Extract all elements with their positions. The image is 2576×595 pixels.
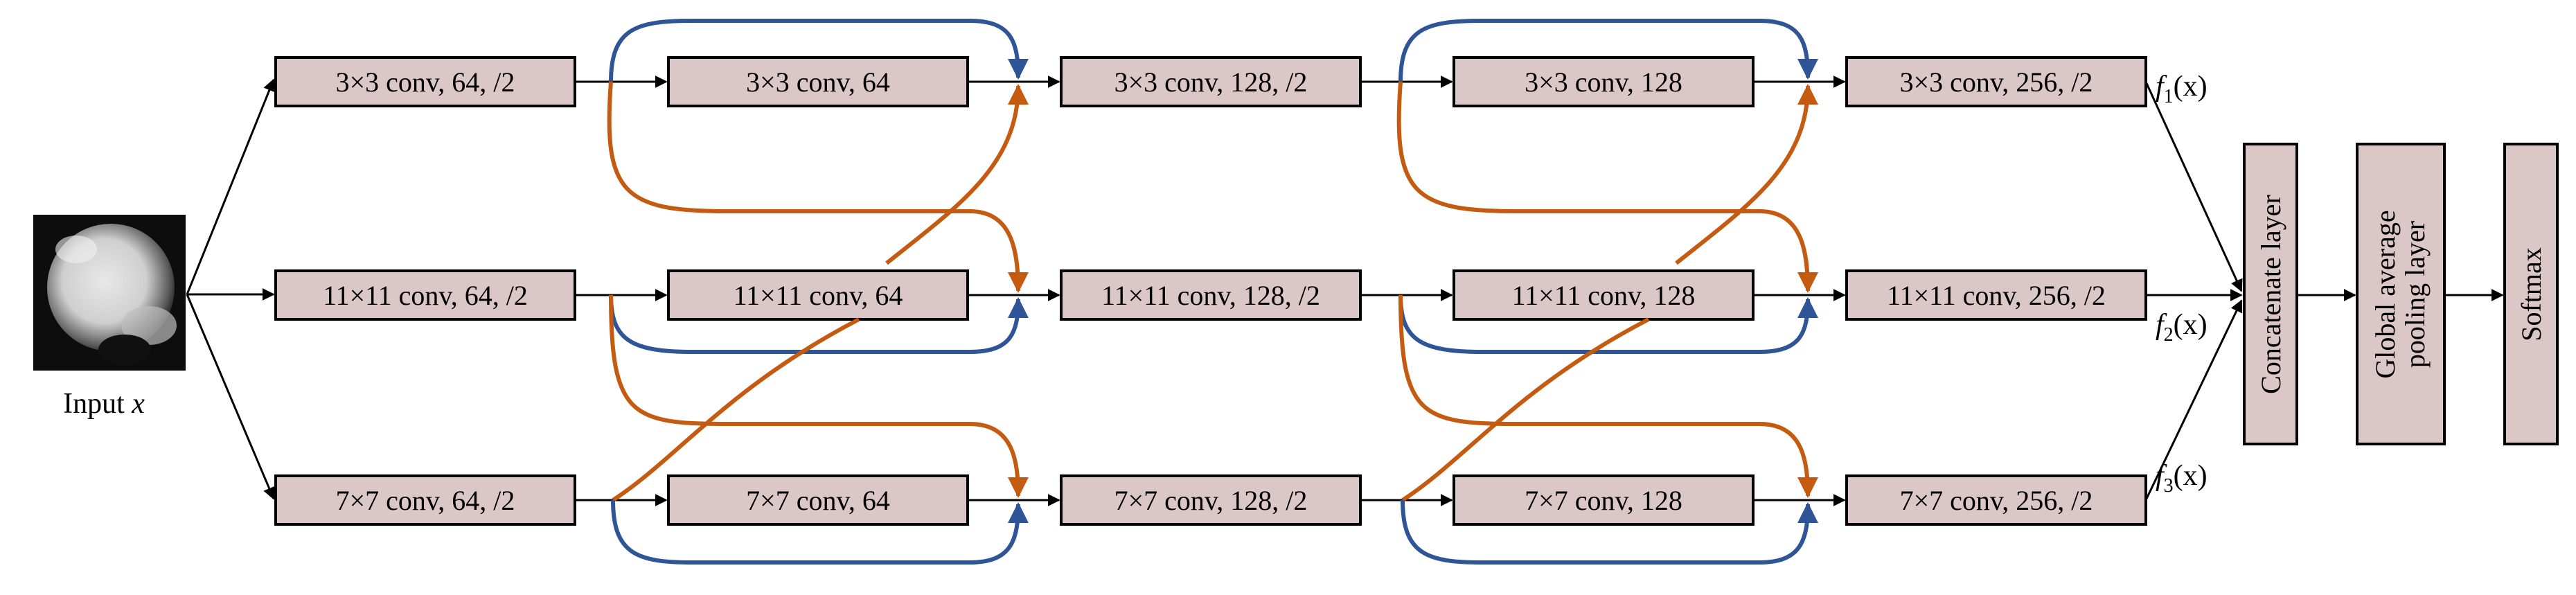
svg-text:Concatenate layer: Concatenate layer: [2255, 195, 2286, 394]
svg-text:3×3 conv, 128: 3×3 conv, 128: [1525, 66, 1682, 98]
svg-text:3×3 conv, 64, /2: 3×3 conv, 64, /2: [336, 66, 515, 98]
concatenate-layer: Concatenate layer: [2243, 143, 2298, 445]
conv-box: 7×7 conv, 128: [1453, 474, 1755, 526]
conv-box: 3×3 conv, 64, /2: [274, 56, 576, 107]
input-image: [33, 215, 186, 371]
svg-text:11×11 conv, 256, /2: 11×11 conv, 256, /2: [1887, 280, 2106, 311]
svg-text:3×3 conv, 64: 3×3 conv, 64: [746, 66, 890, 98]
input-to-top-arrow: [186, 78, 276, 295]
svg-text:7×7 conv, 128, /2: 7×7 conv, 128, /2: [1114, 485, 1308, 516]
softmax-layer: Softmax: [2503, 143, 2559, 445]
svg-text:11×11 conv, 128: 11×11 conv, 128: [1512, 280, 1696, 311]
input-to-bottom-arrow: [186, 294, 275, 500]
skip-connections-block1: [607, 19, 1029, 565]
conv-box: 11×11 conv, 64: [667, 269, 969, 321]
conv-box: 3×3 conv, 256, /2: [1845, 56, 2147, 107]
svg-text:7×7 conv, 64: 7×7 conv, 64: [746, 485, 890, 516]
conv-box: 3×3 conv, 64: [667, 56, 969, 107]
conv-box: 11×11 conv, 128: [1453, 269, 1755, 321]
skip-connections-block2: [1396, 19, 1818, 565]
svg-text:Global average: Global average: [2370, 210, 2401, 378]
svg-text:Softmax: Softmax: [2516, 247, 2547, 341]
conv-box: 7×7 conv, 64: [667, 474, 969, 526]
svg-text:3×3 conv, 256, /2: 3×3 conv, 256, /2: [1900, 66, 2093, 98]
svg-text:7×7 conv, 64, /2: 7×7 conv, 64, /2: [336, 485, 515, 516]
conv-box: 11×11 conv, 64, /2: [274, 269, 576, 321]
conv-box: 3×3 conv, 128, /2: [1060, 56, 1362, 107]
conv-box: 7×7 conv, 64, /2: [274, 474, 576, 526]
f1-to-concat-arrow: [2144, 81, 2243, 292]
f2-label: f2(x): [2156, 309, 2208, 346]
input-label: Input x: [63, 388, 145, 420]
svg-text:11×11 conv, 64, /2: 11×11 conv, 64, /2: [323, 280, 528, 311]
conv-box: 7×7 conv, 128, /2: [1060, 474, 1362, 526]
conv-box: 11×11 conv, 128, /2: [1060, 269, 1362, 321]
global-average-pooling-layer: Global average pooling layer: [2356, 143, 2446, 445]
svg-text:11×11 conv, 128, /2: 11×11 conv, 128, /2: [1101, 280, 1320, 311]
svg-text:7×7 conv, 256, /2: 7×7 conv, 256, /2: [1900, 485, 2093, 516]
conv-box: 11×11 conv, 256, /2: [1845, 269, 2147, 321]
svg-text:3×3 conv, 128, /2: 3×3 conv, 128, /2: [1114, 66, 1308, 98]
svg-text:7×7 conv, 128: 7×7 conv, 128: [1525, 485, 1682, 516]
f1-label: f1(x): [2156, 71, 2208, 107]
svg-text:11×11 conv, 64: 11×11 conv, 64: [734, 280, 903, 311]
conv-box: 7×7 conv, 256, /2: [1845, 474, 2147, 526]
f3-to-concat-arrow: [2144, 299, 2243, 501]
conv-box: 3×3 conv, 128: [1453, 56, 1755, 107]
svg-text:pooling layer: pooling layer: [2399, 221, 2431, 368]
